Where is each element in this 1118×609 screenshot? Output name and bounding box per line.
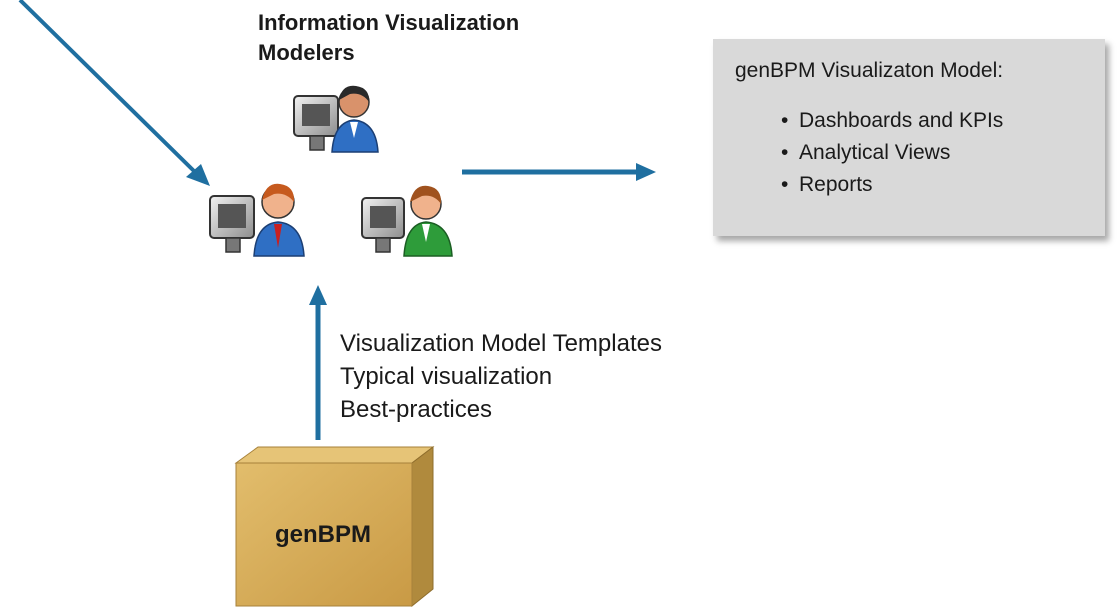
visualization-model-title: genBPM Visualizaton Model: [735,59,1004,82]
templates-description: Visualization Model Templates Typical vi… [340,327,662,426]
user-at-computer-icon [361,185,453,257]
modelers-title: Information Visualization Modelers [258,10,520,65]
output-arrow [462,163,656,181]
templates-line: Best-practices [340,396,493,423]
genbpm-box [234,445,435,608]
user-at-computer-icon [209,183,305,257]
genbpm-label: genBPM [275,521,371,548]
templates-line: Typical visualization [340,363,553,390]
list-item: Analytical Views [785,137,1003,169]
templates-arrow [309,285,327,440]
visualization-model-panel: genBPM Visualizaton Model: Dashboards an… [713,39,1105,236]
visualization-model-list: Dashboards and KPIs Analytical Views Rep… [785,105,1003,201]
templates-line: Visualization Model Templates [340,330,662,357]
incoming-arrow [18,0,210,186]
list-item: Reports [785,169,1003,201]
user-at-computer-icon [293,85,379,153]
list-item: Dashboards and KPIs [785,105,1003,137]
